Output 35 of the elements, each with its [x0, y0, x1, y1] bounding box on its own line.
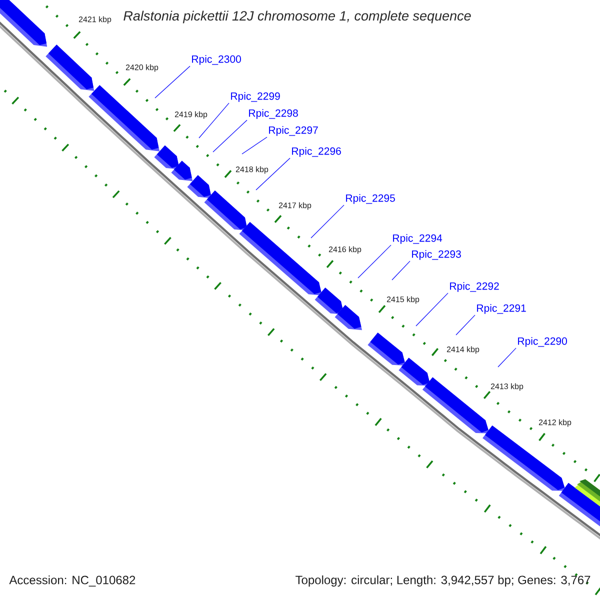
title: Ralstonia pickettii 12J chromosome 1, complete sequence — [124, 10, 471, 24]
leader-line — [392, 260, 410, 280]
tick-label: 2415 kbp — [386, 296, 420, 304]
gene-label: Rpic_2291 — [477, 304, 526, 314]
gene-label: Rpic_2292 — [450, 282, 499, 292]
tick-label: 2413 kbp — [490, 383, 524, 391]
gene-label: Rpic_2299 — [231, 92, 280, 102]
tick-label: 2420 kbp — [126, 64, 158, 72]
leader-line — [310, 204, 344, 238]
gene-label: Rpic_2294 — [393, 234, 442, 244]
leader-line — [212, 120, 248, 152]
tick-label: 2419 kbp — [174, 111, 208, 119]
leader-line — [198, 102, 230, 138]
gene-label: Rpic_2298 — [249, 109, 298, 119]
leader-line — [498, 348, 516, 368]
gene-label: Rpic_2297 — [269, 126, 318, 136]
leader-line — [154, 66, 190, 98]
leader-line — [242, 136, 268, 154]
gene-label: Rpic_2295 — [346, 194, 395, 204]
gene-label: Rpic_2290 — [518, 337, 567, 347]
accession-text: Accession: NC_010682 — [9, 575, 136, 587]
tick-label: 2417 kbp — [278, 202, 312, 210]
leader-line — [456, 314, 476, 336]
leader-line — [358, 244, 392, 278]
tick-label: 2421 kbp — [78, 16, 112, 24]
leader-line — [416, 292, 448, 326]
gene-label: Rpic_2293 — [412, 250, 461, 260]
genome-info-text: Topology: circular; Length: 3,942,557 bp; Genes: 3,767 — [296, 575, 590, 587]
gene-label: Rpic_2300 — [192, 55, 241, 65]
tick-label: 2412 kbp — [538, 419, 572, 427]
tick-label: 2418 kbp — [236, 166, 268, 174]
gene-label: Rpic_2296 — [292, 147, 341, 157]
tick-label: 2414 kbp — [446, 346, 480, 354]
leader-line — [256, 158, 290, 190]
tick-label: 2416 kbp — [328, 246, 362, 254]
